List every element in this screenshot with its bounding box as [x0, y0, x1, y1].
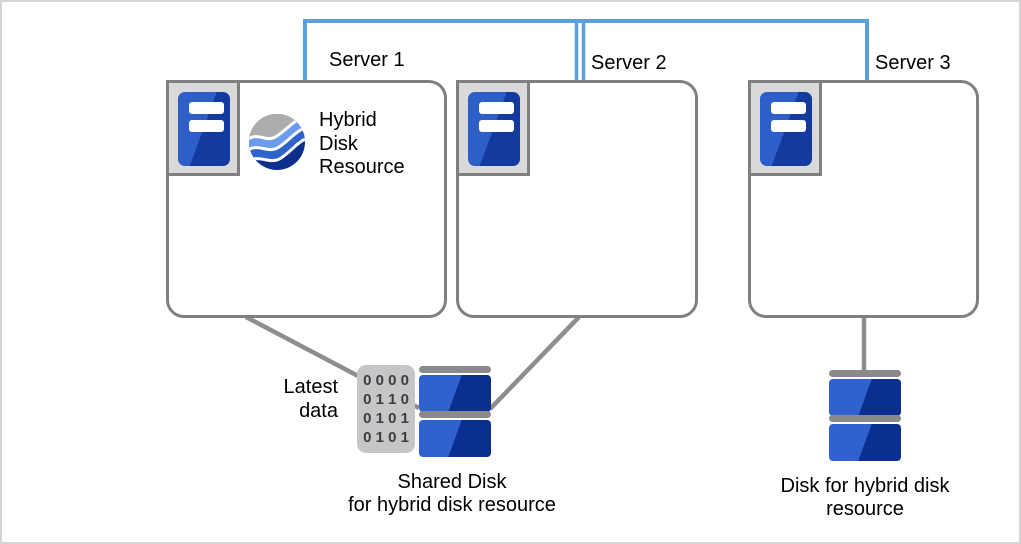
shared-disk-icon — [419, 366, 491, 458]
disk-body — [829, 424, 901, 461]
server2-icon — [456, 80, 530, 176]
standalone-disk-caption: Disk for hybrid disk resource — [780, 475, 950, 520]
server-slot-icon — [479, 120, 514, 132]
disk-bar — [829, 415, 901, 422]
server-slot-icon — [771, 120, 806, 132]
disk-bar — [419, 366, 491, 373]
disk-bar — [829, 370, 901, 377]
server-slot-icon — [189, 120, 224, 132]
disk-body — [419, 420, 491, 457]
hybrid-disk-resource-icon — [249, 114, 305, 170]
server2-label: Server 2 — [591, 52, 667, 74]
binary-row: 0 1 0 1 — [363, 429, 409, 446]
hybrid-disk-icon — [829, 370, 901, 462]
server-slot-icon — [479, 102, 514, 114]
server3-icon — [748, 80, 822, 176]
latest-data-label: Latest data — [283, 376, 338, 422]
server1-label: Server 1 — [329, 49, 405, 71]
binary-row: 0 0 0 0 — [363, 372, 409, 389]
disk-body — [419, 375, 491, 412]
server-slot-icon — [189, 102, 224, 114]
server3-label: Server 3 — [875, 52, 951, 74]
binary-row: 0 1 0 1 — [363, 410, 409, 427]
shared-disk-caption: Shared Disk for hybrid disk resource — [348, 471, 556, 516]
binary-data-icon: 0 0 0 0 0 1 1 0 0 1 0 1 0 1 0 1 — [357, 365, 415, 453]
server-slot-icon — [771, 102, 806, 114]
server1-icon — [166, 80, 240, 176]
hybrid-disk-resource-label: Hybrid Disk Resource — [319, 109, 405, 178]
server-front-icon — [468, 92, 520, 166]
disk-bar — [419, 411, 491, 418]
server2-shared-disk-line — [488, 315, 581, 411]
server-front-icon — [760, 92, 812, 166]
network-bus-line — [303, 19, 869, 81]
disk-body — [829, 379, 901, 416]
server-front-icon — [178, 92, 230, 166]
binary-row: 0 1 1 0 — [363, 391, 409, 408]
server2-box — [456, 80, 698, 318]
